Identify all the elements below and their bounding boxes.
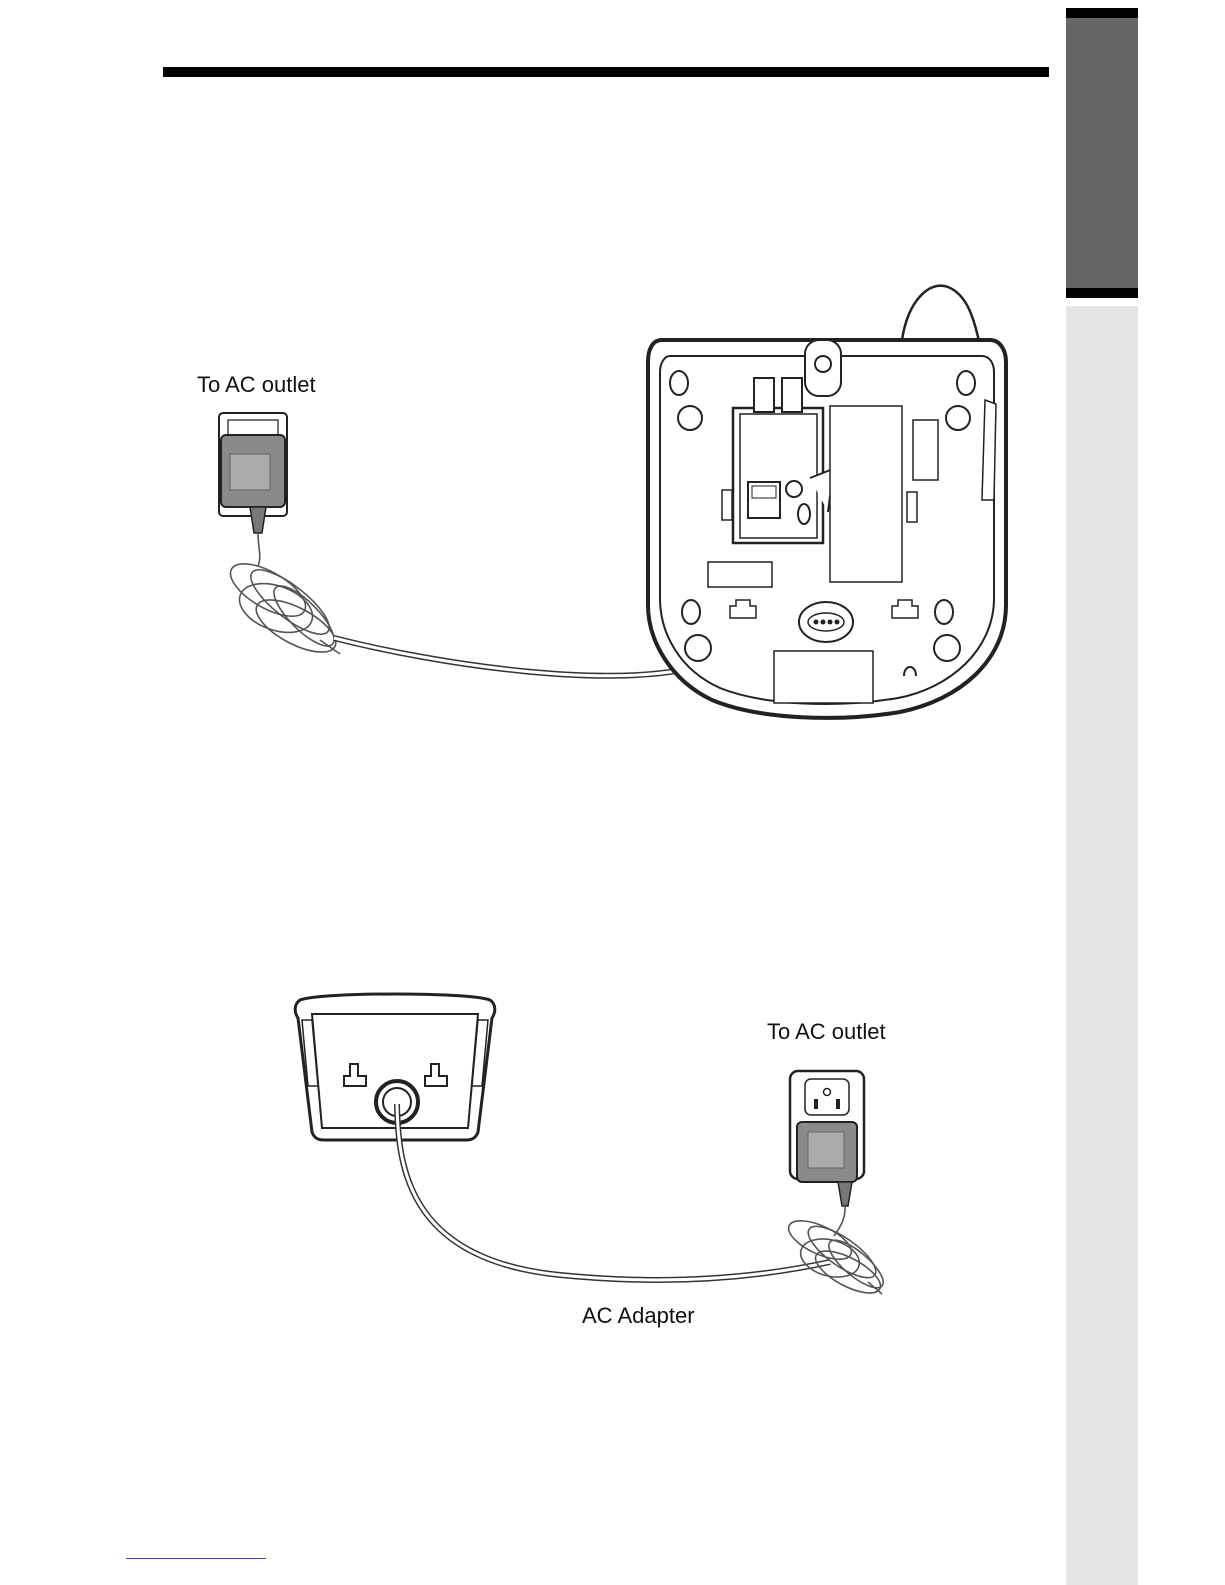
wall-adapter-top bbox=[219, 413, 287, 533]
cord-coil-bottom bbox=[783, 1206, 889, 1301]
wall-outlet-bottom bbox=[790, 1071, 864, 1206]
cord-coil-top bbox=[223, 533, 344, 663]
footer-underline bbox=[126, 1558, 266, 1559]
phone-base-bottom-view bbox=[648, 286, 1006, 718]
